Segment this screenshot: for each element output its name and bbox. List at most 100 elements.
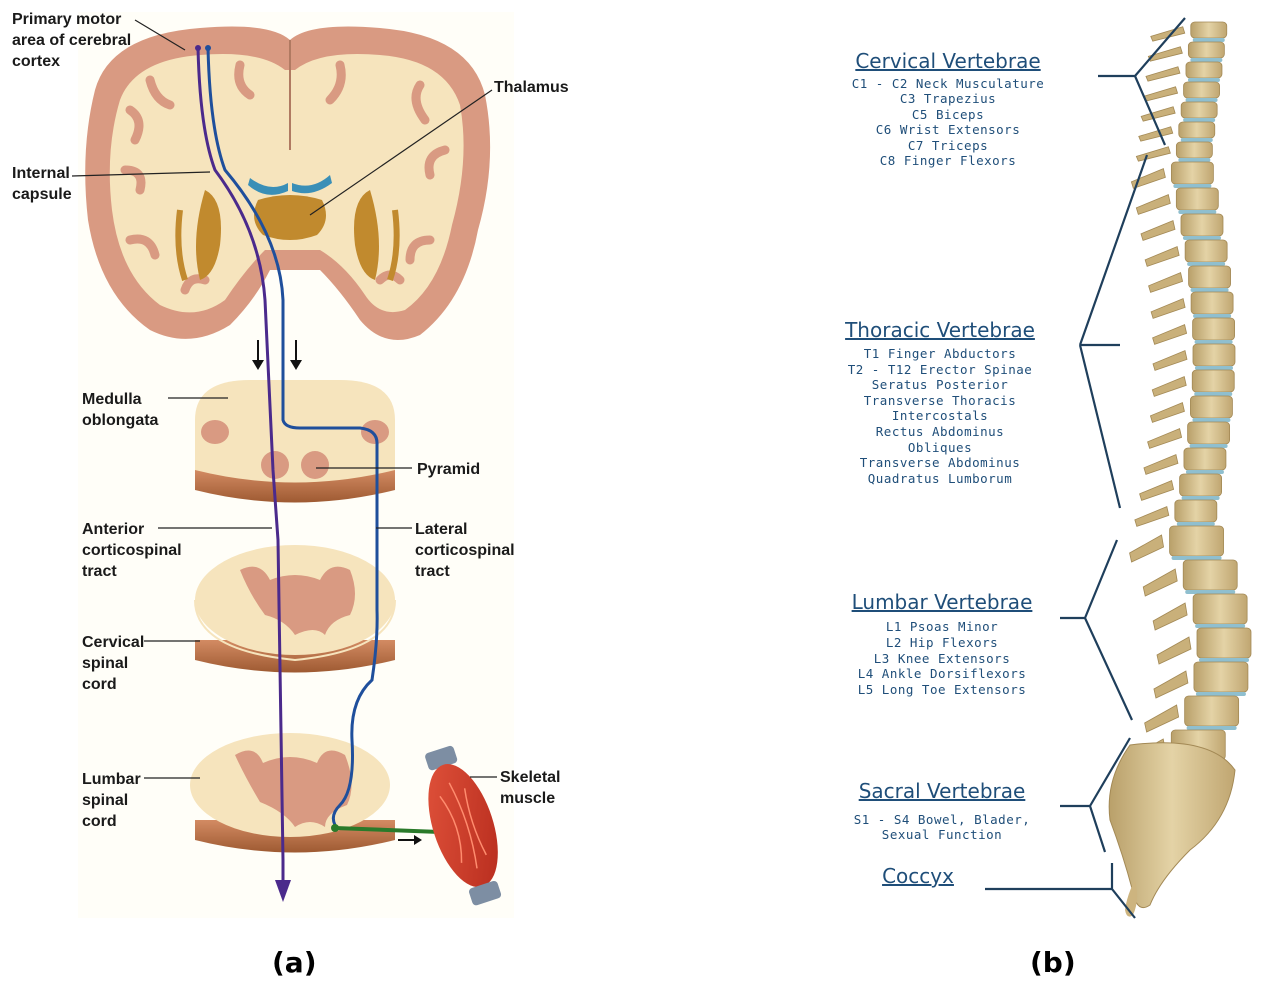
svg-text:tract: tract xyxy=(82,563,117,580)
intervertebral-disc xyxy=(1172,556,1222,560)
spinous-process xyxy=(1148,429,1182,449)
lumbar-line: L5 Long Toe Extensors xyxy=(858,682,1027,697)
label-skeletal-2: muscle xyxy=(500,790,555,807)
thoracic-line: Obliques xyxy=(908,440,972,455)
svg-text:spinal: spinal xyxy=(82,655,128,672)
svg-text:Anterior: Anterior xyxy=(82,521,144,538)
vertebra xyxy=(1193,318,1235,340)
panel-b: Cervical Vertebrae C1 - C2 Neck Musculat… xyxy=(844,18,1251,979)
intervertebral-disc xyxy=(1178,210,1216,214)
label-internal-capsule-2: capsule xyxy=(12,186,72,203)
sacral-line: S1 - S4 Bowel, Blader, xyxy=(854,812,1031,827)
svg-text:area of cerebral: area of cerebral xyxy=(12,32,131,49)
vertebra xyxy=(1179,122,1215,138)
svg-text:cortex: cortex xyxy=(12,53,60,70)
intervertebral-disc xyxy=(1178,158,1210,162)
spinous-process xyxy=(1143,569,1177,596)
label-anterior: Anterior xyxy=(82,521,144,538)
svg-text:Medulla: Medulla xyxy=(82,391,142,408)
label-primary-motor: Primary motor xyxy=(12,11,121,28)
svg-text:capsule: capsule xyxy=(12,186,72,203)
vertebra xyxy=(1185,696,1239,726)
thoracic-line: Quadratus Lumborum xyxy=(868,471,1012,486)
intervertebral-disc xyxy=(1190,58,1222,62)
label-cervical: Cervical xyxy=(82,634,144,651)
intervertebral-disc xyxy=(1195,366,1233,370)
vertebra xyxy=(1176,188,1218,210)
spinous-process xyxy=(1150,403,1184,423)
spinous-process xyxy=(1139,127,1173,141)
intervertebral-disc xyxy=(1177,522,1215,526)
vertebra xyxy=(1192,370,1234,392)
lumbar-slice xyxy=(190,733,395,853)
thoracic-line: T2 - T12 Erector Spinae xyxy=(848,362,1033,377)
intervertebral-disc xyxy=(1183,236,1221,240)
lumbar-line: L4 Ankle Dorsiflexors xyxy=(858,666,1027,681)
cervical-line: C5 Biceps xyxy=(912,107,984,122)
spinous-process xyxy=(1157,637,1191,664)
title-cervical: Cervical Vertebrae xyxy=(855,49,1040,73)
spinous-process xyxy=(1153,325,1187,345)
label-anterior-2: corticospinal xyxy=(82,542,182,559)
vertebra xyxy=(1181,214,1223,236)
vertebra xyxy=(1191,22,1227,38)
svg-text:tract: tract xyxy=(415,563,450,580)
svg-text:oblongata: oblongata xyxy=(82,412,159,429)
cervical-line: C1 - C2 Neck Musculature xyxy=(852,76,1045,91)
label-internal-capsule: Internal xyxy=(12,165,70,182)
thoracic-line: Transverse Thoracis xyxy=(864,393,1017,408)
intervertebral-disc xyxy=(1188,78,1220,82)
vertebra xyxy=(1175,500,1217,522)
intervertebral-disc xyxy=(1186,470,1224,474)
vertebra xyxy=(1185,240,1227,262)
spinous-process xyxy=(1154,671,1188,698)
svg-text:Pyramid: Pyramid xyxy=(417,461,480,478)
intervertebral-disc xyxy=(1193,314,1231,318)
cervical-slice xyxy=(195,545,395,673)
spinous-process xyxy=(1151,299,1185,319)
sacral-line: Sexual Function xyxy=(882,827,1002,842)
vertebra xyxy=(1180,474,1222,496)
sacrum xyxy=(1109,743,1235,908)
intervertebral-disc xyxy=(1194,392,1232,396)
intervertebral-disc xyxy=(1195,340,1233,344)
vertebra xyxy=(1189,266,1231,288)
panel-a: Primary motor area of cerebral cortex Th… xyxy=(12,11,569,979)
vertebra xyxy=(1184,448,1226,470)
spine-illustration xyxy=(1109,22,1251,917)
label-anterior-3: tract xyxy=(82,563,117,580)
section-lumbar: Lumbar Vertebrae L1 Psoas Minor L2 Hip F… xyxy=(852,590,1033,697)
intervertebral-disc xyxy=(1192,418,1230,422)
vertebra xyxy=(1197,628,1251,658)
vertebra xyxy=(1190,396,1232,418)
spinous-process xyxy=(1141,107,1175,121)
cervical-line: C7 Triceps xyxy=(908,138,988,153)
spinous-process xyxy=(1130,535,1164,562)
vertebra xyxy=(1181,102,1217,118)
vertebra xyxy=(1184,82,1220,98)
intervertebral-disc xyxy=(1187,726,1237,730)
label-lateral-2: corticospinal xyxy=(415,542,515,559)
intervertebral-disc xyxy=(1182,496,1220,500)
svg-text:cord: cord xyxy=(82,676,117,693)
svg-text:Thalamus: Thalamus xyxy=(494,79,569,96)
thoracic-line: T1 Finger Abductors xyxy=(864,346,1017,361)
svg-text:spinal: spinal xyxy=(82,792,128,809)
spinous-process xyxy=(1152,377,1186,397)
svg-text:Primary motor: Primary motor xyxy=(12,11,121,28)
label-skeletal: Skeletal xyxy=(500,769,560,786)
intervertebral-disc xyxy=(1187,262,1225,266)
spinous-process xyxy=(1135,507,1169,527)
vertebra xyxy=(1194,662,1248,692)
spinous-process xyxy=(1140,481,1174,501)
thoracic-line: Transverse Abdominus xyxy=(860,455,1021,470)
spinous-process xyxy=(1153,351,1187,371)
label-thalamus: Thalamus xyxy=(494,79,569,96)
vertebra xyxy=(1171,162,1213,184)
vertebra xyxy=(1176,142,1212,158)
intervertebral-disc xyxy=(1186,98,1218,102)
vertebra xyxy=(1188,422,1230,444)
section-coccyx: Coccyx xyxy=(882,864,954,888)
cervical-line: C8 Finger Flexors xyxy=(880,153,1016,168)
lumbar-line: L1 Psoas Minor xyxy=(886,619,998,634)
